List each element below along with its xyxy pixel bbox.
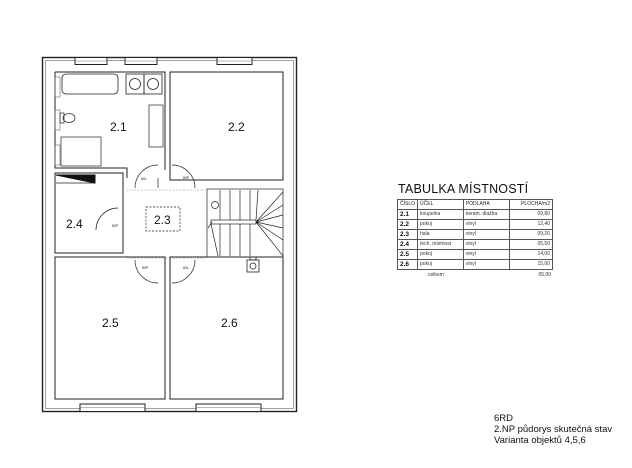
bathtub-icon xyxy=(61,73,119,95)
cell-purpose: hala xyxy=(417,229,464,240)
cell-number: 2.6 xyxy=(396,259,419,270)
table-row: 2.1 koupelna keram. dlažba 09,80 xyxy=(396,209,554,220)
room-2-4-technical xyxy=(54,172,124,254)
outer-wall-inner-line xyxy=(45,60,294,409)
room-label-2-3: 2.3 xyxy=(154,213,171,227)
window-top-left xyxy=(74,57,108,65)
table-row: 2.2 pokoj vinyl 12,40 xyxy=(396,219,554,230)
room-table: TABULKA MÍSTNOSTÍ ČÍSLO ÚČEL PODLAHA PLO… xyxy=(396,182,582,278)
header-area: PLOCHA/m2 xyxy=(508,199,554,210)
cell-floor: vinyl xyxy=(462,259,510,270)
total-value: 65,90 xyxy=(538,272,551,278)
cell-area: 12,40 xyxy=(508,219,554,230)
room-label-2-5: 2.5 xyxy=(102,316,119,330)
cell-floor: keram. dlažba xyxy=(462,209,510,220)
table-row: 2.5 pokoj vinyl 14,00 xyxy=(396,249,554,260)
dryer-icon xyxy=(143,73,163,95)
room-2-5 xyxy=(54,256,166,400)
table-total: celkem 65,90 xyxy=(397,272,553,278)
room-label-2-2: 2.2 xyxy=(228,120,245,134)
cell-number: 2.1 xyxy=(396,209,419,220)
cell-purpose: pokoj xyxy=(417,219,464,230)
cell-purpose: koupelna xyxy=(417,209,464,220)
shower-icon xyxy=(60,136,102,167)
door-2-2 xyxy=(171,164,196,189)
door-label: 80P xyxy=(112,224,119,228)
header-number: ČÍSLO xyxy=(396,199,419,210)
cell-floor: vinyl xyxy=(462,229,510,240)
room-label-2-4: 2.4 xyxy=(66,217,83,231)
toilet-icon xyxy=(59,112,76,124)
cell-number: 2.3 xyxy=(396,229,419,240)
room-2-1-bathroom xyxy=(54,71,166,178)
cell-number: 2.2 xyxy=(396,219,419,230)
cell-floor: vinyl xyxy=(462,249,510,260)
room-label-2-1: 2.1 xyxy=(110,120,127,134)
cell-purpose: pokoj xyxy=(417,259,464,270)
table-header-row: ČÍSLO ÚČEL PODLAHA PLOCHA/m2 xyxy=(396,199,554,210)
door-2-4 xyxy=(95,207,119,231)
door-2-6 xyxy=(171,259,196,284)
cell-area: 09,80 xyxy=(508,209,554,220)
caption-variant: Varianta objektů 4,5,6 xyxy=(494,435,586,446)
table-row: 2.3 hala vinyl 09,20 xyxy=(396,229,554,240)
window-top-middle xyxy=(124,57,158,65)
room-label-2-6: 2.6 xyxy=(221,316,238,330)
drawing-caption: 6RD 2.NP půdorys skutečná stav Varianta … xyxy=(494,413,612,446)
door-label: 80L xyxy=(183,266,189,270)
window-top-right xyxy=(216,57,253,65)
room-table-title: TABULKA MÍSTNOSTÍ xyxy=(398,182,529,196)
total-label: celkem xyxy=(428,272,444,278)
table-row: 2.4 tech. místnost vinyl 05,50 xyxy=(396,239,554,250)
cell-purpose: pokoj xyxy=(417,249,464,260)
caption-title: 2.NP půdorys skutečná stav xyxy=(494,424,613,435)
header-floor: PODLAHA xyxy=(462,199,510,210)
cell-floor: vinyl xyxy=(462,219,510,230)
caption-project: 6RD xyxy=(494,413,514,424)
header-purpose: ÚČEL xyxy=(417,199,464,210)
cell-area: 15,00 xyxy=(508,259,554,270)
cell-area: 05,50 xyxy=(508,239,554,250)
staircase-icon xyxy=(206,188,284,258)
cell-number: 2.5 xyxy=(396,249,419,260)
chimney-icon xyxy=(246,256,260,273)
door-label: 80L xyxy=(141,177,147,181)
room-table-grid: ČÍSLO ÚČEL PODLAHA PLOCHA/m2 2.1 koupeln… xyxy=(396,199,554,270)
table-row: 2.6 pokoj vinyl 15,00 xyxy=(396,259,554,270)
room-2-6 xyxy=(169,256,284,400)
window-bottom-left xyxy=(79,403,146,412)
cell-floor: vinyl xyxy=(462,239,510,250)
door-2-1 xyxy=(134,164,159,189)
outer-wall xyxy=(41,56,298,413)
cell-purpose: tech. místnost xyxy=(417,239,464,250)
cell-area: 14,00 xyxy=(508,249,554,260)
door-label: 80P xyxy=(142,266,149,270)
room-2-3-hall xyxy=(127,189,205,259)
counter-icon xyxy=(148,104,164,148)
technical-unit-icon xyxy=(55,174,96,184)
cell-area: 09,20 xyxy=(508,229,554,240)
door-2-5 xyxy=(134,259,159,284)
door-label: 80P xyxy=(183,176,190,180)
room-2-2 xyxy=(169,71,284,181)
washing-machine-icon xyxy=(125,73,145,95)
window-bottom-right xyxy=(195,403,262,412)
cell-number: 2.4 xyxy=(396,239,419,250)
